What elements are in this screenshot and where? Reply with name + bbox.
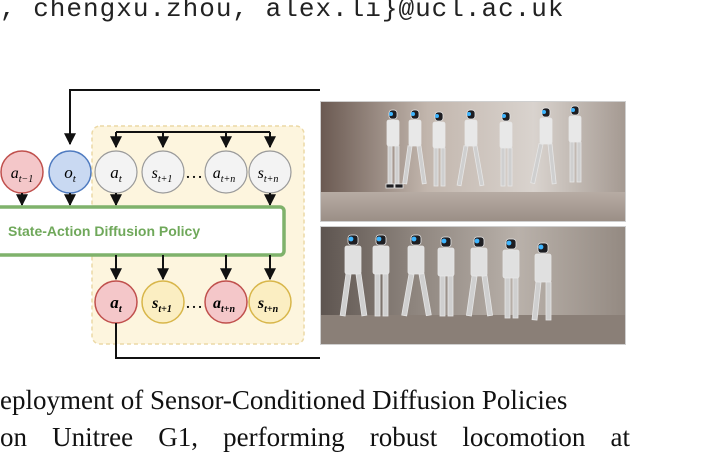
caption-line-1: eployment of Sensor-Conditioned Diffusio… — [0, 385, 568, 415]
out-state-node-tn: st+n — [248, 280, 292, 324]
cond-ellipsis: … — [185, 162, 203, 182]
author-email-line: , chengxu.zhou, alex.li}@ucl.ac.uk — [0, 0, 565, 24]
output-arrow — [115, 323, 320, 359]
feedback-arrow — [64, 89, 320, 146]
cond-action-node-tn: at+n — [204, 150, 248, 194]
policy-diagram: at−1 ot at st+1 … at+n st+n State-Action… — [0, 89, 320, 359]
input-observation-node: ot — [48, 150, 92, 194]
robot-photo-top — [320, 101, 626, 222]
cond-action-node-t: at — [94, 150, 138, 194]
cond-state-node-tn: st+n — [248, 150, 292, 194]
out-ellipsis: … — [185, 292, 203, 312]
input-action-node: at−1 — [0, 150, 44, 194]
out-state-node-t1: st+1 — [141, 280, 185, 324]
robot-photo-bottom — [320, 226, 626, 345]
cond-state-node-t1: st+1 — [141, 150, 185, 194]
policy-label: State-Action Diffusion Policy — [8, 223, 200, 239]
out-action-node-tn: at+n — [204, 280, 248, 324]
policy-box — [0, 205, 286, 257]
caption-line-2: on Unitree G1, performing robust locomot… — [0, 422, 630, 452]
out-action-node-t: at — [94, 280, 138, 324]
